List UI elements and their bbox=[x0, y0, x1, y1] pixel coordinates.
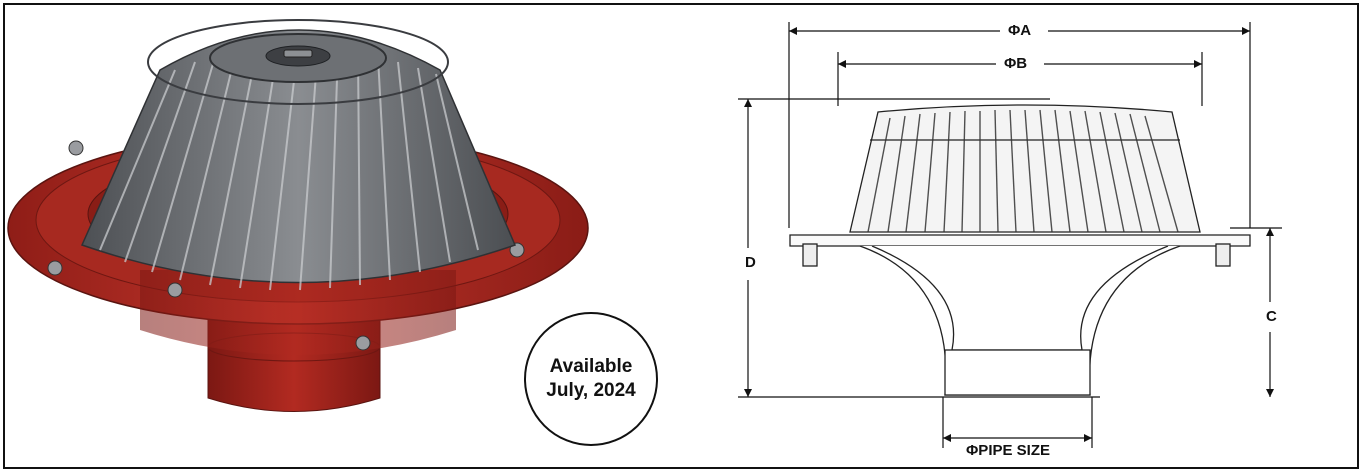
badge-line-2: July, 2024 bbox=[546, 380, 636, 401]
dimension-d-label: D bbox=[739, 254, 762, 271]
pipe-size-label: ΦPIPE SIZE bbox=[960, 442, 1057, 459]
drain-profile bbox=[789, 104, 1251, 396]
dimension-b-label: ΦB bbox=[998, 55, 1034, 72]
dimension-a-label: ΦA bbox=[1002, 22, 1038, 39]
dimension-c-label: C bbox=[1260, 308, 1283, 325]
availability-badge: Available July, 2024 bbox=[524, 312, 658, 446]
badge-line-1: Available bbox=[549, 356, 633, 377]
dome-strainer bbox=[80, 19, 517, 291]
bolt-group bbox=[47, 140, 525, 351]
